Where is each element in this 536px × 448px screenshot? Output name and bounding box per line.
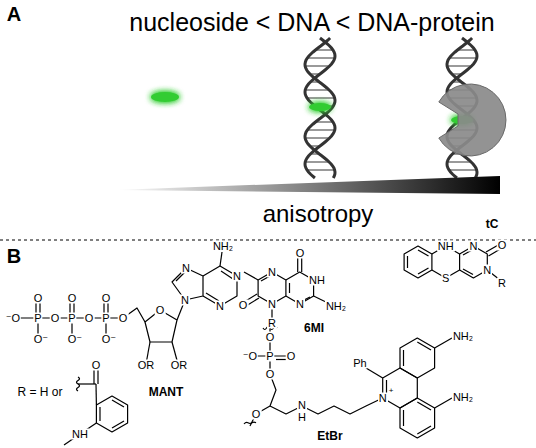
compound-name: MANT: [148, 386, 185, 398]
base-pair: [447, 161, 471, 163]
atom-label: NH: [71, 429, 89, 440]
atom-label: N: [482, 265, 492, 276]
atom-label: O: [265, 369, 276, 380]
atom-label: N: [181, 263, 191, 274]
atom-label: P: [101, 313, 110, 324]
atom-label: ⁻O: [242, 351, 258, 362]
atom-label: N: [297, 400, 307, 411]
atom-label: O: [295, 248, 306, 259]
atom-label: O: [50, 313, 61, 324]
atom-label: NH₂: [212, 241, 234, 252]
atom-label: O: [251, 409, 262, 420]
heading-text: nucleoside < DNA < DNA-protein: [129, 10, 494, 35]
base-pair: [305, 161, 329, 163]
atom-label: N: [215, 301, 225, 312]
charge-sign: +: [389, 387, 394, 395]
panel-divider: [0, 240, 536, 241]
atom-label: O: [101, 293, 112, 304]
fluorescent-base: [309, 103, 331, 111]
atom-label: N: [180, 295, 190, 306]
base-pair: [305, 137, 330, 139]
atom-label: O⁻: [33, 334, 49, 345]
atom-label: O⁻: [67, 334, 83, 345]
atom-label: NH₂: [452, 392, 474, 403]
atom-label: NH: [437, 241, 455, 252]
atom-label: O: [84, 313, 95, 324]
atom-label: O: [497, 240, 508, 251]
atom-label: OR: [170, 360, 189, 371]
atom-label: P: [265, 351, 274, 362]
base-pair: [307, 169, 335, 171]
base-pair: [449, 57, 477, 59]
atom-label: R: [497, 278, 507, 289]
atom-label: S: [441, 273, 450, 284]
base-pair: [307, 129, 335, 131]
dna-strand: [305, 38, 335, 178]
compound-name: EtBr: [316, 430, 343, 442]
atom-label: O: [265, 332, 276, 343]
atom-label: N: [232, 271, 242, 282]
panel-letter: A: [7, 4, 21, 24]
atom-label: O: [238, 300, 249, 311]
atom-label: N: [468, 241, 478, 252]
atom-label: Ph: [352, 358, 367, 369]
atom-label: P: [67, 313, 76, 324]
base-pair: [307, 57, 335, 59]
atom-label: NH₂: [325, 301, 347, 312]
atom-label: N: [267, 299, 277, 310]
anisotropy-wedge: [115, 176, 500, 194]
base-pair: [449, 169, 477, 171]
atom-label: H: [297, 412, 307, 423]
base-pair: [305, 65, 330, 67]
compound-name: tC: [485, 218, 500, 230]
protein-shape: [439, 84, 506, 156]
atom-label: O: [155, 305, 166, 316]
atom-label: ⁻O: [5, 313, 21, 324]
dna-strand: [305, 38, 335, 178]
atom-label: O: [33, 293, 44, 304]
atom-label: N: [378, 393, 388, 404]
atom-label: OR: [137, 360, 156, 371]
atom-label: O⁻: [101, 334, 117, 345]
base-pair: [305, 89, 329, 91]
note-text: R = H or: [16, 386, 63, 398]
atom-label: NH₂: [452, 331, 474, 342]
base-pair: [447, 65, 472, 67]
atom-label: P: [33, 313, 42, 324]
base-pair: [307, 97, 335, 99]
atom-label: N: [295, 299, 305, 310]
dna-helix: [305, 38, 335, 178]
panel-letter: B: [7, 246, 21, 266]
atom-label: N: [267, 267, 277, 278]
compound-name: 6MI: [303, 322, 325, 334]
atom-label: O: [67, 293, 78, 304]
chemical-bonds: [10, 244, 502, 445]
nucleoside-probe: [151, 92, 179, 102]
atom-label: O: [91, 360, 102, 371]
atom-label: R: [267, 318, 277, 329]
atom-label: O: [118, 313, 129, 324]
atom-label: O: [286, 351, 297, 362]
axis-label: anisotropy: [263, 202, 374, 226]
atom-label: NH: [308, 275, 326, 286]
